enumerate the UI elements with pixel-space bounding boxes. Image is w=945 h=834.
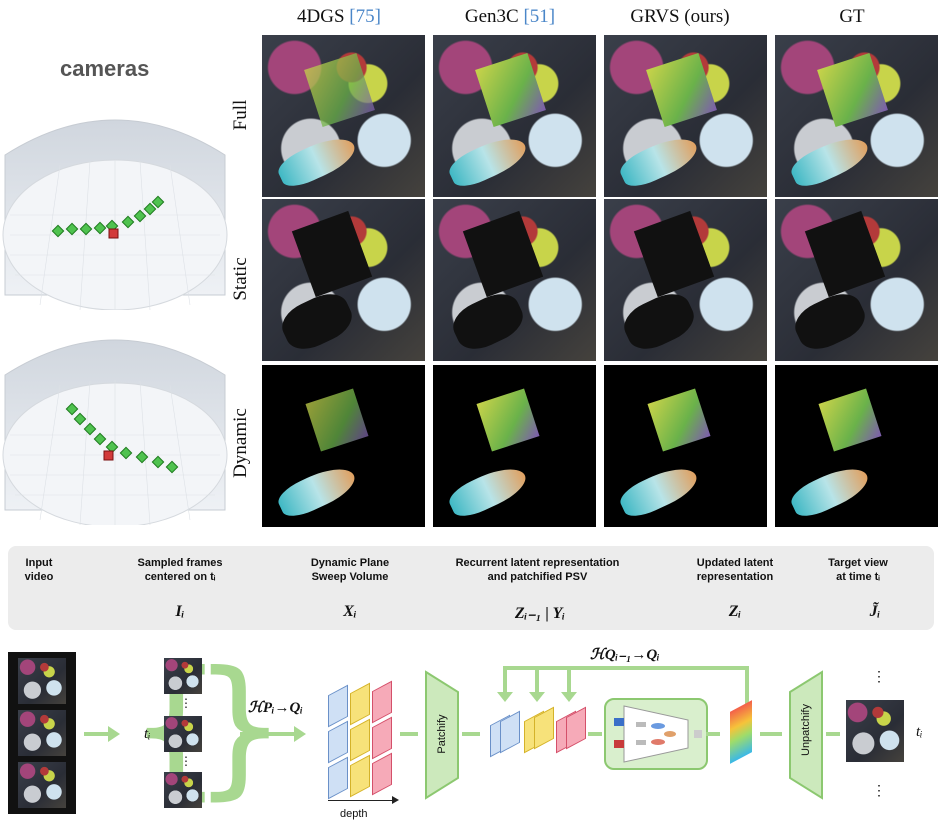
sampled-frame: [164, 658, 202, 694]
caption-psv: Dynamic Plane Sweep Volume: [310, 557, 390, 583]
input-video-filmstrip: [8, 652, 76, 814]
row-label-static: Static: [230, 257, 251, 301]
t-label-left: tᵢ: [144, 726, 151, 742]
arrow-2: [240, 732, 296, 736]
t-label-right: tᵢ: [916, 724, 923, 740]
arrow-1: [84, 732, 110, 736]
row-label-dynamic: Dynamic: [230, 408, 251, 478]
symbol-J: J̃ᵢ: [869, 603, 881, 620]
pipeline-caption-banner: [8, 546, 934, 630]
depth-label: depth: [340, 808, 368, 820]
target-camera-icon: [103, 450, 114, 461]
symbol-X: Xᵢ: [343, 603, 357, 620]
symbol-Z-Y: Zᵢ₋₁ | Yᵢ: [514, 605, 566, 622]
caption-target-view: Target view at time tᵢ: [828, 557, 888, 583]
patchify-label: Patchify: [436, 714, 448, 754]
image-dynamic-grvs: [604, 365, 767, 527]
depth-axis: [328, 800, 396, 801]
image-static-grvs: [604, 199, 767, 361]
unpatchify-label: Unpatchify: [800, 704, 812, 756]
col-header-4dgs: 4DGS [75]: [297, 6, 381, 27]
camera-dome-bottom: [2, 339, 228, 525]
target-camera-icon: [108, 228, 119, 239]
unpatchify-block: [789, 670, 823, 800]
image-dynamic-4dgs: [262, 365, 425, 527]
symbol-Z: Zᵢ: [728, 603, 742, 620]
col-header-grvs: GRVS (ours): [630, 6, 730, 27]
col-header-gen3c: Gen3C [51]: [464, 6, 556, 27]
patchify-block: [425, 670, 459, 800]
image-static-gen3c: [433, 199, 596, 361]
caption-sampled-frames: Sampled frames centered on tᵢ: [137, 557, 223, 583]
homography-1: ℋPᵢ→Qᵢ: [248, 700, 303, 716]
updated-latent-plane: [730, 700, 752, 764]
camera-dome-top: [2, 119, 228, 310]
image-static-4dgs: [262, 199, 425, 361]
image-dynamic-gt: [775, 365, 938, 527]
caption-updated-latent: Updated latent representation: [696, 557, 774, 583]
cameras-title: cameras: [60, 56, 150, 81]
image-full-gen3c: [433, 35, 596, 197]
sampled-frame: [164, 772, 202, 808]
symbol-I: Iᵢ: [175, 603, 185, 620]
caption-input-video: Input video: [24, 557, 54, 583]
brace-right: }: [192, 640, 288, 814]
homography-2: ℋQᵢ₋₁→Qᵢ: [590, 647, 660, 663]
row-label-full: Full: [230, 99, 251, 131]
image-full-gt: [775, 35, 938, 197]
image-full-4dgs: [262, 35, 425, 197]
image-dynamic-gen3c: [433, 365, 596, 527]
transformer-block: [604, 698, 708, 770]
caption-recurrent: Recurrent latent representation and patc…: [455, 557, 620, 583]
sampled-frame: [164, 716, 202, 752]
target-view-image: [846, 700, 904, 762]
image-static-gt: [775, 199, 938, 361]
col-header-gt: GT: [839, 6, 865, 27]
image-full-grvs: [604, 35, 767, 197]
